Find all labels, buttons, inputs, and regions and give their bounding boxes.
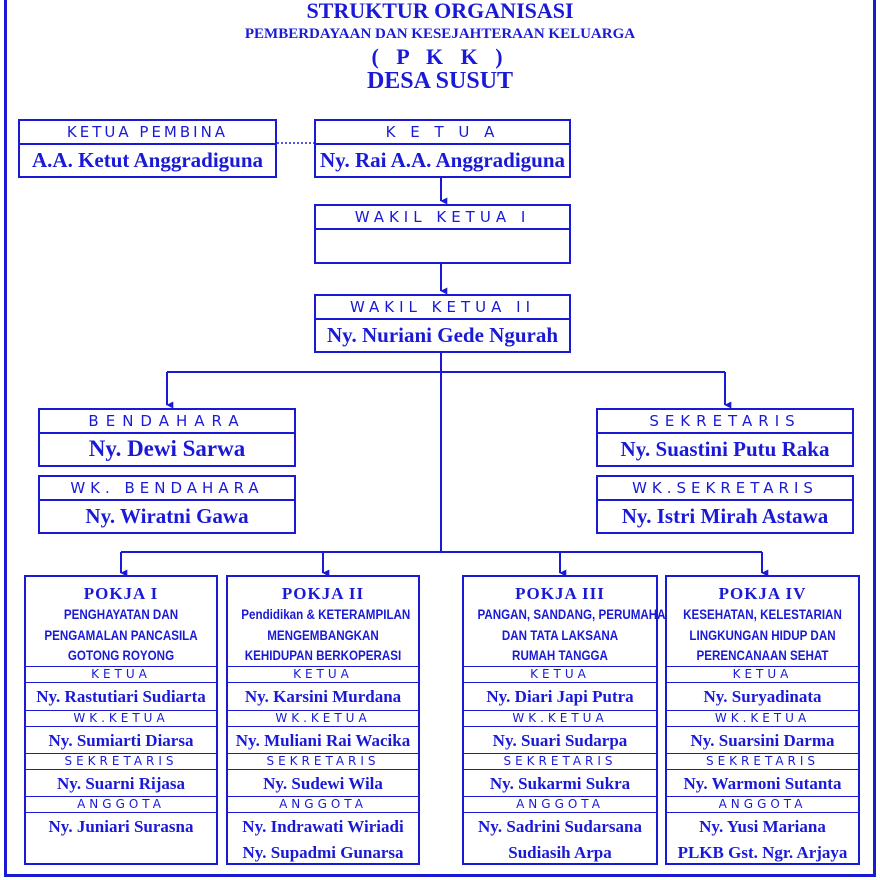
page-title: STRUKTUR ORGANISASI [306,0,574,23]
pokja-ketua-name: Ny. Karsini Murdana [244,687,402,706]
wk-sekretaris-box: WK.SEKRETARIS Ny. Istri Mirah Astawa [596,475,854,534]
ketua-box: K E T U A Ny. Rai A.A. Anggradiguna [314,119,571,178]
pokja-ketua-label: KETUA [464,666,656,683]
pokja-anggota-name: Ny. Indrawati Wiriadi [242,817,404,836]
pokja-ketua-label: KETUA [228,666,418,683]
wakil-ketua-2-box: WAKIL KETUA II Ny. Nuriani Gede Ngurah [314,294,571,353]
wakil-ketua-1-box: WAKIL KETUA I [314,204,571,264]
pokja-description-line: LINGKUNGAN HIDUP DAN [689,627,836,643]
pokja-anggota-label: ANGGOTA [464,796,656,813]
wakil-ketua-2-role: WAKIL KETUA II [316,296,569,320]
pokja-wk-ketua-label: WK.KETUA [228,710,418,727]
pokja-title: POKJA IV [718,584,807,603]
wakil-ketua-1-role: WAKIL KETUA I [316,206,569,230]
pokja-description-line: GOTONG ROYONG [67,648,175,663]
village-name: DESA SUSUT [366,68,514,94]
pokja-anggota-name: Ny. Supadmi Gunarsa [242,843,404,862]
page-frame [4,0,876,877]
pokja-wk-ketua-name: Ny. Sumiarti Diarsa [48,731,194,750]
pokja-anggota-name: PLKB Gst. Ngr. Arjaya [677,843,848,862]
pokja-1-box: POKJA I PENGHAYATAN DAN PENGAMALAN PANCASI… [24,575,218,865]
pokja-description-line: RUMAH TANGGA [512,648,608,663]
pokja-description-line: KESEHATAN, KELESTARIAN [683,607,842,622]
wk-bendahara-box: WK. BENDAHARA Ny. Wiratni Gawa [38,475,296,534]
sekretaris-box: SEKRETARIS Ny. Suastini Putu Raka [596,408,854,467]
wk-bendahara-name: Ny. Wiratni Gawa [85,504,249,528]
pokja-anggota-label: ANGGOTA [667,796,858,813]
ketua-pembina-name: A.A. Ketut Anggradiguna [31,148,264,172]
pokja-description-line: Pendidikan & KETERAMPILAN [241,607,411,622]
bendahara-name: Ny. Dewi Sarwa [88,436,246,461]
pokja-anggota-name: Ny. Sadrini Sudarsana [478,817,642,836]
pokja-anggota-label: ANGGOTA [26,796,216,813]
pokja-description-line: KEHIDUPAN BERKOPERASI [244,648,402,663]
pokja-description-line: PENGHAYATAN DAN [63,607,179,622]
pokja-sekretaris-name: Ny. Sukarmi Sukra [489,774,631,793]
wk-sekretaris-name: Ny. Istri Mirah Astawa [621,504,829,528]
pokja-wk-ketua-name: Ny. Muliani Rai Wacika [235,731,411,750]
pokja-4-box: POKJA IV KESEHATAN, KELESTARIAN LINGKUNGAN… [665,575,860,865]
pokja-anggota-name: Ny. Yusi Mariana [699,817,826,836]
pokja-anggota-label: ANGGOTA [228,796,418,813]
pokja-ketua-label: KETUA [26,666,216,683]
pokja-wk-ketua-label: WK.KETUA [667,710,858,727]
pokja-2-box: POKJA II Pendidikan & KETERAMPILAN MENGEMB… [226,575,420,865]
ketua-pembina-box: KETUA PEMBINA A.A. Ketut Anggradiguna [18,119,277,178]
pokja-sekretaris-name: Ny. Suarni Rijasa [57,774,185,793]
ketua-pembina-role: KETUA PEMBINA [20,121,275,145]
pokja-sekretaris-label: SEKRETARIS [464,753,656,770]
ketua-role: K E T U A [316,121,569,145]
pokja-ketua-name: Ny. Rastutiari Sudiarta [36,687,206,706]
pokja-wk-ketua-name: Ny. Suari Sudarpa [492,731,628,750]
sekretaris-name: Ny. Suastini Putu Raka [620,437,830,461]
pokja-description-line: MENGEMBANGKAN [267,627,379,643]
pokja-wk-ketua-name: Ny. Suarsini Darma [690,731,835,750]
pokja-3-box: POKJA III PANGAN, SANDANG, PERUMAHAN DAN T… [462,575,674,865]
pokja-sekretaris-label: SEKRETARIS [228,753,418,770]
ketua-name: Ny. Rai A.A. Anggradiguna [319,148,566,172]
pokja-description-line: PANGAN, SANDANG, PERUMAHAN [477,607,674,622]
page-subtitle: PEMBERDAYAAN DAN KESEJAHTERAAN KELUARGA [244,26,636,42]
pokja-title: POKJA II [281,584,365,603]
pokja-anggota-name: Ny. Juniari Surasna [48,817,194,836]
wakil-ketua-2-name: Ny. Nuriani Gede Ngurah [326,323,559,347]
bendahara-box: BENDAHARA Ny. Dewi Sarwa [38,408,296,467]
pokja-title: POKJA I [83,584,159,603]
pokja-description-line: DAN TATA LAKSANA [501,627,619,643]
page-acronym: ( P K K ) [371,44,509,69]
pokja-description-line: PENGAMALAN PANCASILA [44,627,198,643]
pokja-sekretaris-name: Ny. Sudewi Wila [263,774,383,793]
pokja-sekretaris-name: Ny. Warmoni Sutanta [683,774,842,793]
wk-sekretaris-role: WK.SEKRETARIS [598,477,852,501]
pokja-wk-ketua-label: WK.KETUA [464,710,656,727]
pokja-wk-ketua-label: WK.KETUA [26,710,216,727]
sekretaris-role: SEKRETARIS [598,410,852,434]
pokja-description-line: PERENCANAAN SEHAT [696,648,829,663]
pokja-anggota-name: Sudiasih Arpa [508,843,612,862]
pokja-ketua-name: Ny. Diari Japi Putra [486,687,634,706]
pokja-ketua-label: KETUA [667,666,858,683]
pokja-ketua-name: Ny. Suryadinata [703,687,822,706]
wk-bendahara-role: WK. BENDAHARA [40,477,294,501]
pokja-sekretaris-label: SEKRETARIS [667,753,858,770]
bendahara-role: BENDAHARA [40,410,294,434]
pokja-title: POKJA III [515,584,605,603]
pokja-sekretaris-label: SEKRETARIS [26,753,216,770]
